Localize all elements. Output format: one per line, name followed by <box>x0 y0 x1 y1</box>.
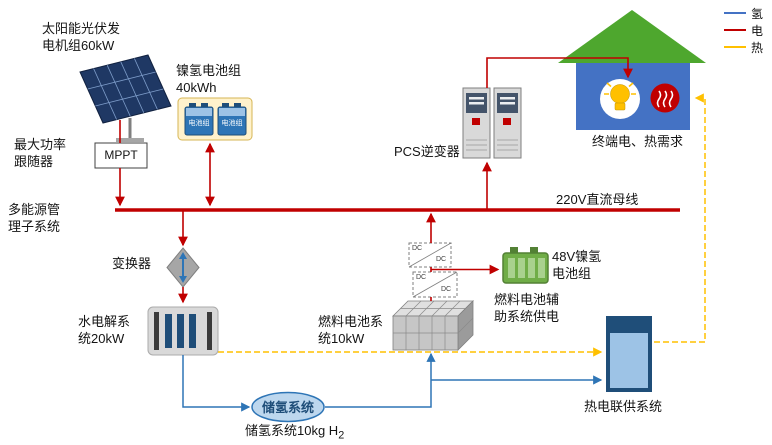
solar-panel-icon <box>79 54 172 142</box>
legend-item-heat: 热 <box>724 40 764 55</box>
fuel-cell-label: 燃料电池系 统10kW <box>318 314 384 346</box>
house-icon <box>558 10 706 130</box>
dcdc-label-out: DC <box>436 256 447 263</box>
dcdc-label-out: DC <box>441 286 452 293</box>
legend-item-electricity: 电 <box>724 23 764 38</box>
converter-icon <box>166 247 200 288</box>
battery-cell-label: 电池组 <box>221 120 243 127</box>
house-label: 终端电、热需求 <box>592 134 684 149</box>
dcdc-label-in: DC <box>412 245 423 252</box>
pcs-inverter-icon <box>462 87 522 159</box>
solar-panel-grid <box>87 58 164 120</box>
nimh-battery-pack-icon <box>177 97 253 141</box>
battery-pack-label: 镍氢电池组 40kWh <box>176 63 242 95</box>
line-pcs-to-house <box>486 57 633 88</box>
line-storage-to-fuelcell <box>325 352 436 408</box>
heat-icon <box>650 83 680 113</box>
solar-label: 太阳能光伏发 电机组60kW <box>42 21 121 53</box>
dcdc-label-in: DC <box>416 274 427 281</box>
legend-item-hydrogen: 氢 <box>724 6 764 21</box>
battery-cell-label: 电池组 <box>188 120 210 127</box>
battery-48v-icon <box>502 247 549 284</box>
legend-label: 热 <box>751 40 764 55</box>
legend-label: 电 <box>751 23 764 38</box>
mppt-label: 最大功率 跟随器 <box>14 137 67 169</box>
battery-48v-label: 48V镍氢 电池组 <box>552 249 602 281</box>
fc-aux-label: 燃料电池辅 助系统供电 <box>494 292 560 324</box>
hydrogen-storage-caption: 储氢系统10kg H2 <box>245 423 345 442</box>
subscript: 2 <box>338 429 345 442</box>
hydrogen-lines <box>182 352 603 412</box>
lightbulb-icon <box>600 79 640 119</box>
heat-line-swatch <box>724 46 746 48</box>
chp-label: 热电联供系统 <box>584 399 663 414</box>
battery-cell-icon <box>184 103 214 136</box>
hydrogen-line-swatch <box>724 12 746 14</box>
pcs-label: PCS逆变器 <box>394 144 460 159</box>
legend-label: 氢 <box>751 6 764 21</box>
electricity-line-swatch <box>724 29 746 31</box>
ems-label: 多能源管 理子系统 <box>8 202 61 234</box>
electrolyzer-icon <box>147 306 219 356</box>
chp-tank-icon <box>606 316 652 392</box>
hydrogen-storage-label: 储氢系统 <box>261 400 314 415</box>
converter-label: 变换器 <box>112 256 152 271</box>
line-electrolyzer-to-storage <box>182 355 251 412</box>
mppt-box-label: MPPT <box>104 148 138 162</box>
electrolyzer-label: 水电解系 统20kW <box>78 314 131 346</box>
bus-label: 220V直流母线 <box>556 192 639 207</box>
battery-cell-icon <box>217 103 247 136</box>
legend: 氢 电 热 <box>724 6 764 55</box>
fuel-cell-icon <box>392 300 474 351</box>
